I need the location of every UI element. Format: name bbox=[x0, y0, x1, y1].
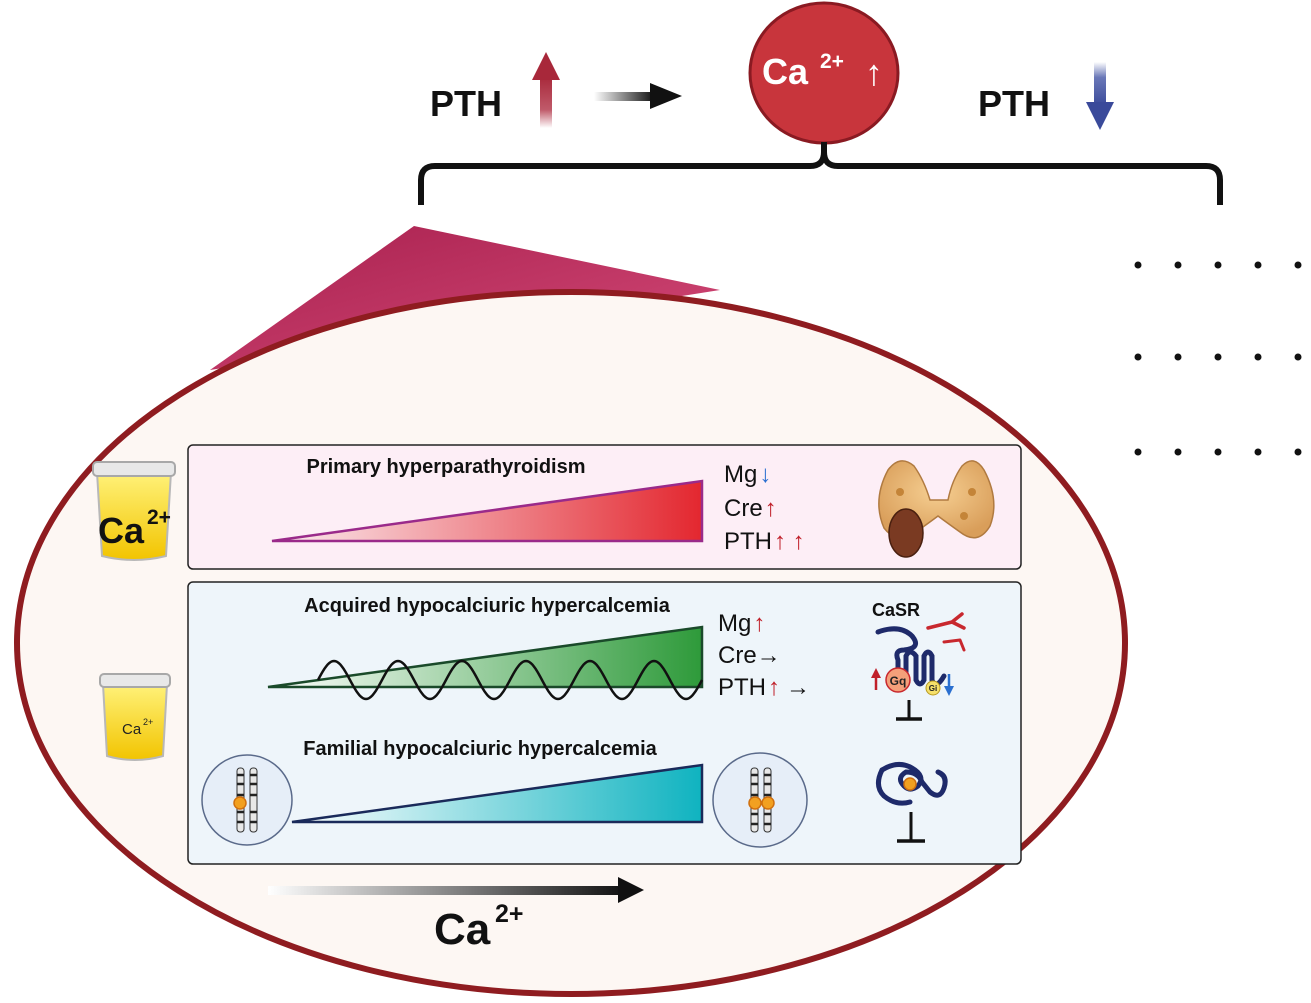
chromosome-single-mutation-icon bbox=[201, 754, 293, 846]
cup-low-sup: 2+ bbox=[143, 717, 153, 727]
gq-protein-icon bbox=[885, 667, 911, 693]
calcium-circle: Ca 2+ ↑ bbox=[748, 1, 900, 145]
thyroid-gland-icon bbox=[878, 460, 995, 558]
calcium-axis-arrow bbox=[268, 877, 644, 903]
cup-low-base: Ca bbox=[122, 721, 142, 738]
primary-marker-cre: Cre↑ bbox=[724, 495, 777, 522]
familial-title: Familial hypocalciuric hypercalcemia bbox=[303, 738, 657, 760]
gi-label: Gi bbox=[929, 684, 937, 693]
ellipsis-dots bbox=[1134, 261, 1302, 456]
fluctuation-wave bbox=[316, 659, 704, 701]
primary-title: Primary hyperparathyroidism bbox=[307, 456, 586, 478]
inhibition-icon bbox=[896, 700, 922, 721]
urine-cup-low-icon: Ca 2+ bbox=[99, 673, 171, 761]
primary-marker-pth: PTH↑ ↑ bbox=[724, 528, 805, 555]
chromosome-double-mutation-icon bbox=[712, 752, 808, 848]
casr-label: CaSR bbox=[872, 600, 920, 620]
axis-label-sup: 2+ bbox=[495, 900, 524, 928]
acquired-marker-mg: Mg↑ bbox=[718, 610, 765, 637]
mutated-casr-icon bbox=[876, 762, 948, 843]
bracket bbox=[418, 142, 1223, 205]
cup-high-base: Ca bbox=[98, 510, 145, 551]
pth-label-right: PTH bbox=[978, 83, 1050, 124]
primary-marker-mg: Mg↓ bbox=[724, 461, 771, 488]
panel-primary-hyperparathyroidism: Primary hyperparathyroidism Mg↓ Cre↑ PTH… bbox=[187, 444, 1022, 570]
svg-text:Ca: Ca bbox=[762, 51, 809, 92]
gi-protein-icon bbox=[925, 680, 941, 696]
pth-up-arrow-icon bbox=[532, 52, 560, 128]
right-arrow-icon bbox=[594, 83, 682, 109]
acquired-calcium-wedge bbox=[267, 625, 704, 689]
axis-label-base: Ca bbox=[434, 905, 491, 954]
acquired-marker-cre: Cre→ bbox=[718, 642, 781, 669]
primary-calcium-wedge bbox=[271, 479, 704, 543]
ca-circle-sup: 2+ bbox=[820, 50, 844, 73]
cup-high-sup: 2+ bbox=[147, 506, 171, 529]
parathyroid-adenoma-icon bbox=[888, 508, 924, 558]
gq-up-arrow-icon bbox=[871, 668, 881, 690]
ca-circle-base: Ca bbox=[762, 51, 809, 92]
gq-label: Gq bbox=[890, 674, 907, 688]
pth-label-left: PTH bbox=[430, 83, 502, 124]
ca-circle-arrow: ↑ bbox=[865, 52, 883, 93]
acquired-marker-pth: PTH↑→ bbox=[718, 674, 810, 701]
panel-hypocalciuric-hypercalcemia: Acquired hypocalciuric hypercalcemia Mg↑… bbox=[187, 581, 1022, 865]
familial-calcium-wedge bbox=[291, 763, 704, 824]
gi-down-arrow-icon bbox=[944, 674, 954, 696]
casr-receptor-icon: CaSR Gq Gi bbox=[871, 600, 966, 721]
urine-cup-high-icon: Ca 2+ bbox=[92, 461, 176, 561]
acquired-title: Acquired hypocalciuric hypercalcemia bbox=[304, 595, 671, 617]
pth-down-arrow-icon bbox=[1086, 62, 1114, 130]
